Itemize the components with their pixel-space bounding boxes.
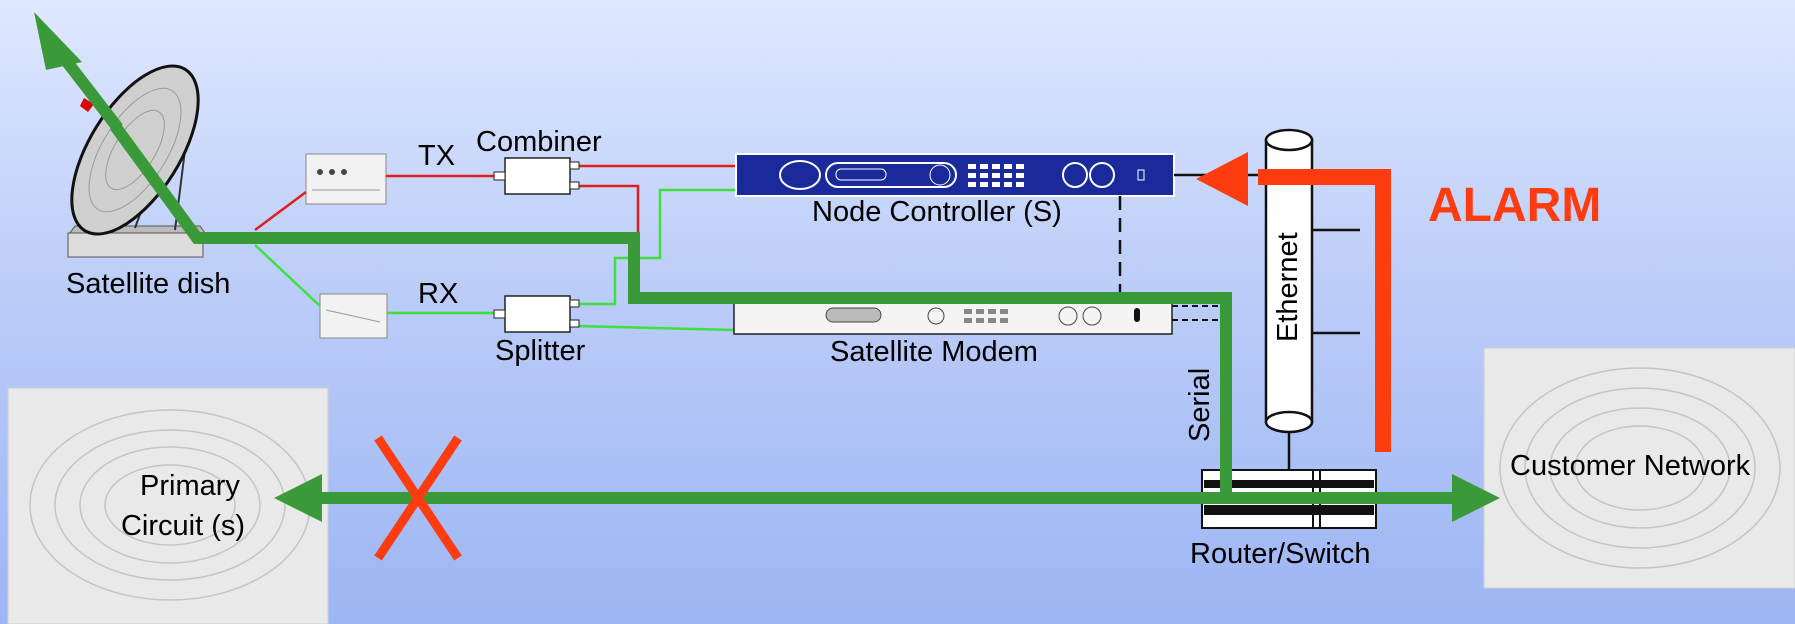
- node-controller-label: Node Controller (S): [812, 196, 1062, 228]
- backup-path: [110, 122, 1462, 504]
- satellite-modem-label: Satellite Modem: [830, 336, 1038, 368]
- primary-arrowhead-icon: [274, 474, 322, 522]
- splitter-icon: [493, 295, 580, 333]
- primary-circuit-label-line1: Primary: [140, 470, 240, 502]
- node-controller-device-icon: [735, 153, 1175, 197]
- x-mark-icon: [374, 435, 462, 561]
- satellite-modem-device-icon: [733, 301, 1173, 335]
- tx-label: TX: [418, 140, 456, 172]
- combiner-label: Combiner: [476, 126, 602, 158]
- customer-network-label: Customer Network: [1510, 450, 1751, 482]
- rx-converter-icon: [319, 293, 388, 339]
- uplink-arrow-shaft: [59, 54, 123, 132]
- tx-converter-icon: [305, 153, 387, 205]
- primary-circuit-label-line2: Circuit (s): [120, 510, 246, 542]
- rx-label: RX: [418, 278, 459, 310]
- combiner-icon: [493, 157, 580, 195]
- customer-arrowhead-icon: [1452, 474, 1500, 522]
- satellite-dish-label: Satellite dish: [66, 268, 231, 300]
- splitter-label: Splitter: [495, 335, 586, 367]
- customer-network-cloud-icon: [1483, 347, 1795, 589]
- ethernet-label: Ethernet: [1272, 232, 1304, 342]
- serial-label: Serial: [1184, 367, 1216, 442]
- alarm-label: ALARM: [1428, 179, 1602, 232]
- router-switch-label: Router/Switch: [1190, 538, 1371, 570]
- primary-circuit-cloud-icon: [7, 387, 329, 624]
- uplink-arrowhead-icon: [34, 12, 82, 70]
- alarm-arrow-icon: [1196, 152, 1391, 452]
